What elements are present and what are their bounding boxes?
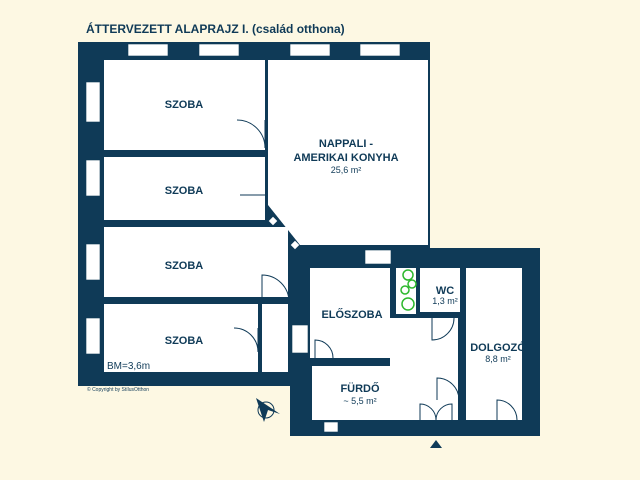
room-label-szoba-2: SZOBA: [165, 185, 204, 197]
room-label-dolgozo: DOLGOZÓ: [470, 341, 526, 354]
room-label-nappali-2: AMERIKAI KONYHA: [293, 152, 398, 164]
copyright-text: © Copyright by StílusOtthon: [87, 386, 149, 393]
room-label-furdo: FÜRDŐ: [340, 382, 380, 395]
doors: [233, 119, 518, 421]
room-label-nappali-1: NAPPALI -: [319, 138, 374, 150]
plan-title: ÁTTERVEZETT ALAPRAJZ I. (család otthona): [86, 22, 345, 36]
room-szoba-4: [104, 304, 258, 372]
room-szoba-1: [104, 60, 265, 150]
plant-icons: [400, 269, 417, 311]
corridor-left: [262, 304, 288, 372]
rooms: [104, 60, 522, 420]
room-label-szoba-4: SZOBA: [165, 335, 204, 347]
room-label-eloszoba: ELŐSZOBA: [321, 308, 382, 321]
room-eloszoba: [310, 268, 390, 358]
entrance-arrow-icon: [430, 440, 442, 448]
room-dolgozo: [466, 268, 522, 420]
room-label-szoba-1: SZOBA: [165, 99, 204, 111]
room-area-wc: 1,3 m²: [432, 296, 458, 306]
room-area-furdo: ~ 5,5 m²: [343, 396, 376, 406]
diagonal-wall-openings: [268, 216, 300, 250]
windows: [85, 43, 401, 433]
ceiling-height-label: BM=3,6m: [107, 361, 150, 372]
room-label-szoba-3: SZOBA: [165, 260, 204, 272]
room-nappali: [268, 60, 428, 245]
room-area-dolgozo: 8,8 m²: [485, 354, 511, 364]
room-szoba-2: [104, 157, 265, 220]
room-furdo: [312, 366, 408, 420]
room-area-nappali: 25,6 m²: [331, 165, 362, 175]
room-wc: [420, 268, 460, 312]
room-szoba-3: [104, 227, 288, 297]
room-label-wc: WC: [436, 285, 454, 297]
compass-icon: [256, 398, 280, 422]
